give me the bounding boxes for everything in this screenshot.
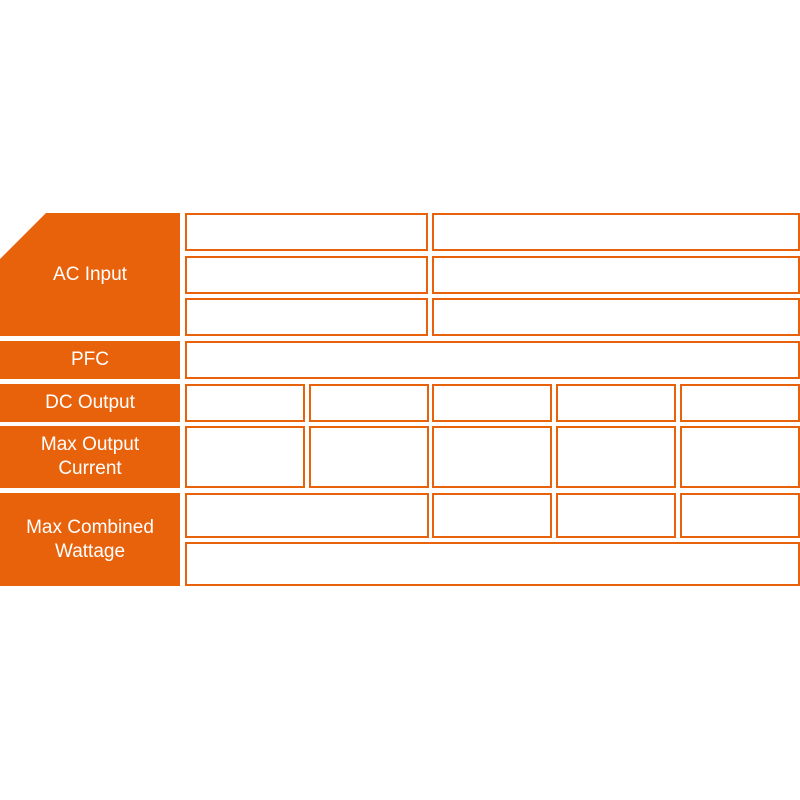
row-label-dc-output: DC Output (0, 384, 180, 422)
dc-output-cell-1 (185, 384, 305, 422)
max-combined-wattage-line-1: Max Combined (26, 516, 154, 538)
max-combined-wattage-cell-r2 (185, 542, 800, 586)
row-label-max-combined-wattage: Max Combined Wattage (0, 493, 180, 586)
max-combined-wattage-cell-r1-c3 (556, 493, 676, 538)
max-output-current-cell-3 (432, 426, 552, 488)
ac-input-cell-r1-c2 (432, 213, 800, 251)
max-combined-wattage-cell-r1-c1 (185, 493, 429, 538)
max-output-current-label: Max Output Current (41, 433, 139, 481)
max-combined-wattage-line-2: Wattage (54, 540, 126, 562)
dc-output-cell-2 (309, 384, 429, 422)
max-combined-wattage-cell-r1-c2 (432, 493, 552, 538)
row-label-max-output-current: Max Output Current (0, 426, 180, 488)
max-combined-wattage-cell-r1-c4 (680, 493, 800, 538)
ac-input-cell-r2-c2 (432, 256, 800, 294)
pfc-cell (185, 341, 800, 379)
max-output-current-line-1: Max Output (40, 434, 140, 455)
dc-output-cell-3 (432, 384, 552, 422)
ac-input-label-text: AC Input (53, 263, 127, 285)
max-output-current-cell-1 (185, 426, 305, 488)
dc-output-cell-4 (556, 384, 676, 422)
max-output-current-cell-5 (680, 426, 800, 488)
max-output-current-line-2: Current (58, 458, 122, 479)
dc-output-cell-5 (680, 384, 800, 422)
ac-input-cell-r3-c1 (185, 298, 428, 336)
ac-input-cell-r3-c2 (432, 298, 800, 336)
ac-input-cell-r2-c1 (185, 256, 428, 294)
max-output-current-cell-2 (309, 426, 429, 488)
ac-input-cell-r1-c1 (185, 213, 428, 251)
row-label-pfc: PFC (0, 341, 180, 379)
max-combined-wattage-label: Max Combined Wattage (26, 516, 154, 564)
dc-output-label-text: DC Output (45, 392, 135, 413)
row-label-ac-input: AC Input (0, 213, 180, 336)
pfc-label-text: PFC (71, 349, 109, 370)
max-output-current-cell-4 (556, 426, 676, 488)
